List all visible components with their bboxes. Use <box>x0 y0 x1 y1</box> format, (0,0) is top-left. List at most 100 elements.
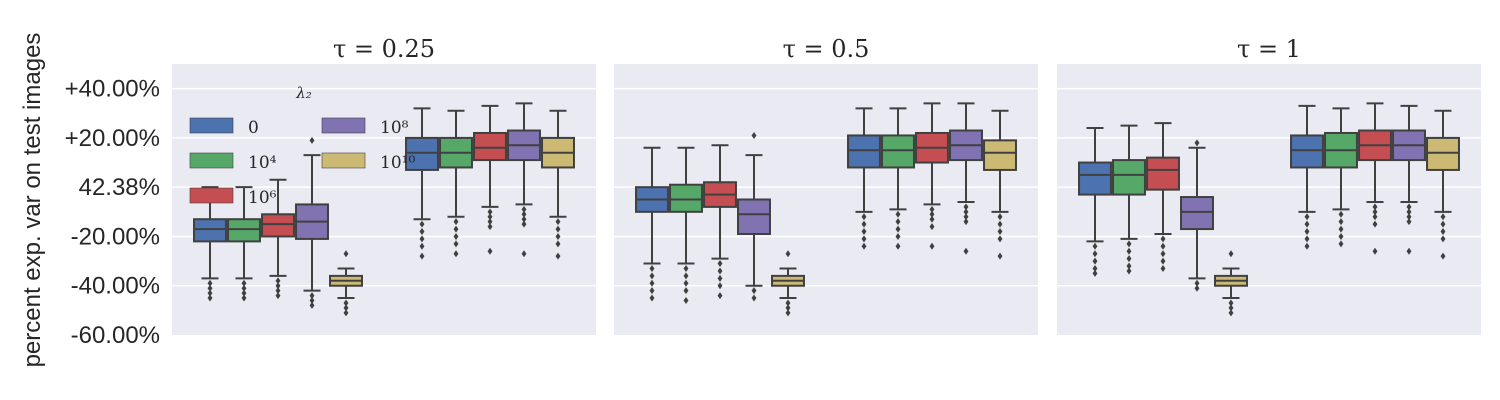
flier-point <box>453 225 459 233</box>
flier-point <box>1406 247 1412 255</box>
flier-point <box>895 232 901 240</box>
y-tick-labels: +40.00%+20.00%42.38%-20.00%-40.00%-60.00… <box>65 76 160 349</box>
flier-point <box>1194 139 1200 147</box>
flier-point <box>997 213 1003 221</box>
flier-point <box>1372 247 1378 255</box>
flier-point <box>751 131 757 139</box>
flier-point <box>275 292 281 300</box>
box-p1-g0-s1 <box>669 146 703 305</box>
flier-point <box>487 218 493 226</box>
box-p1-g1-s2 <box>915 102 949 250</box>
flier-point <box>963 247 969 255</box>
flier-point <box>649 272 655 280</box>
box-body <box>473 131 507 162</box>
box-p2-g0-s2 <box>1146 122 1180 272</box>
flier-point <box>785 299 791 307</box>
box-p1-g0-s2 <box>703 144 737 300</box>
flier-point <box>555 225 561 233</box>
flier-point <box>717 267 723 275</box>
flier-point <box>1228 304 1234 312</box>
box-p0-g0-s3 <box>295 136 329 309</box>
flier-point <box>241 284 247 292</box>
flier-point <box>785 250 791 258</box>
flier-point <box>309 301 315 309</box>
legend-label-1: 10⁸ <box>380 118 409 138</box>
panel-title-1: τ = 0.5 <box>783 35 870 63</box>
box-p2-g1-s4 <box>1426 109 1460 260</box>
flier-point <box>1338 240 1344 248</box>
flier-point <box>453 240 459 248</box>
legend-label-0: 0 <box>248 118 259 138</box>
flier-point <box>1406 218 1412 226</box>
flier-point <box>929 205 935 213</box>
flier-point <box>717 274 723 282</box>
panel-2: τ = 1 <box>1057 35 1481 335</box>
box-body <box>983 139 1017 171</box>
box-body <box>669 183 703 213</box>
box-p2-g0-s3 <box>1180 139 1214 292</box>
flier-point <box>1440 235 1446 243</box>
flier-point <box>555 218 561 226</box>
box-body <box>1426 136 1460 171</box>
flier-point <box>1092 250 1098 258</box>
flier-point <box>343 304 349 312</box>
flier-point <box>275 282 281 290</box>
box-p0-g0-s2 <box>261 178 295 300</box>
flier-point <box>895 242 901 250</box>
flier-point <box>309 292 315 300</box>
legend-label-4: 10⁶ <box>248 188 277 208</box>
flier-point <box>555 240 561 248</box>
flier-point <box>861 228 867 236</box>
flier-point <box>1304 242 1310 250</box>
box-body <box>261 213 295 238</box>
box-body <box>193 218 227 243</box>
flier-point <box>207 294 213 302</box>
flier-point <box>963 213 969 221</box>
flier-point <box>207 279 213 287</box>
panel-title-2: τ = 1 <box>1237 35 1301 63</box>
flier-point <box>487 213 493 221</box>
box-p1-g1-s1 <box>881 107 915 250</box>
flier-point <box>1126 267 1132 275</box>
box-p1-g0-s4 <box>771 250 805 317</box>
flier-point <box>751 287 757 295</box>
flier-point <box>1092 242 1098 250</box>
flier-point <box>1338 218 1344 226</box>
box-body <box>847 134 881 169</box>
flier-point <box>1406 208 1412 216</box>
y-tick-label-1: +20.00% <box>65 125 160 152</box>
legend-swatch-4 <box>189 187 234 204</box>
y-tick-label-5: -60.00% <box>71 322 160 349</box>
flier-point <box>1126 240 1132 248</box>
box-p1-g0-s0 <box>635 146 669 302</box>
flier-point <box>1338 232 1344 240</box>
flier-point <box>1194 284 1200 292</box>
flier-point <box>1372 203 1378 211</box>
flier-point <box>785 309 791 317</box>
flier-point <box>241 289 247 297</box>
flier-point <box>997 228 1003 236</box>
box-p1-g1-s3 <box>949 102 983 255</box>
legend-label-3: 10¹⁰ <box>380 153 415 173</box>
box-body <box>405 136 439 171</box>
box-body <box>1290 134 1324 169</box>
flier-point <box>419 228 425 236</box>
flier-point <box>343 309 349 317</box>
y-tick-label-0: +40.00% <box>65 76 160 103</box>
flier-point <box>1160 264 1166 272</box>
legend-swatch-1 <box>321 117 366 134</box>
flier-point <box>1338 225 1344 233</box>
flier-point <box>275 277 281 285</box>
flier-point <box>1126 255 1132 263</box>
flier-point <box>1160 250 1166 258</box>
flier-point <box>1440 228 1446 236</box>
box-p0-g1-s2 <box>473 104 507 255</box>
flier-point <box>343 250 349 258</box>
flier-point <box>1304 220 1310 228</box>
flier-point <box>1160 242 1166 250</box>
flier-point <box>1406 213 1412 221</box>
y-tick-label-4: -40.00% <box>71 273 160 300</box>
flier-point <box>861 213 867 221</box>
flier-point <box>963 218 969 226</box>
flier-point <box>1126 247 1132 255</box>
